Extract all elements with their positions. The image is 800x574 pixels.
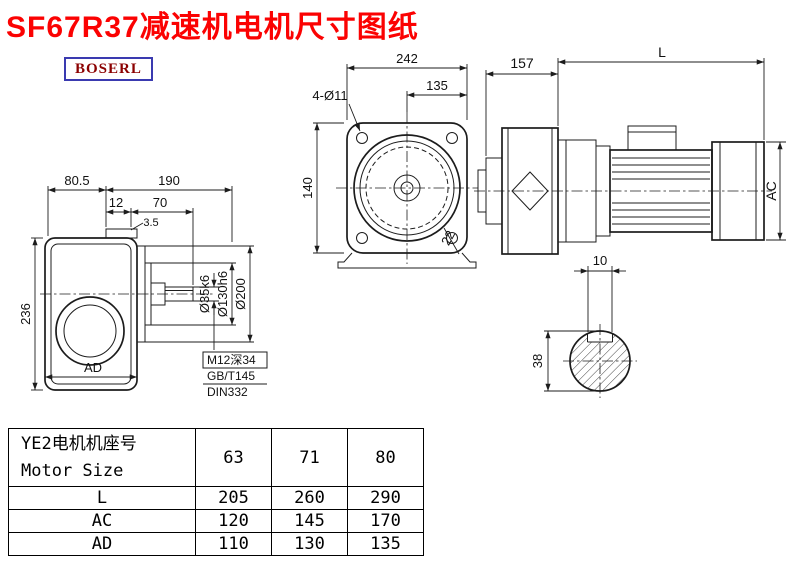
cell-AD-80: 135: [347, 532, 424, 556]
housing-base: [337, 252, 477, 269]
dim-38: 38: [530, 354, 545, 368]
dim-AD: AD: [84, 360, 102, 375]
thread-note-line3: DIN332: [207, 385, 248, 399]
dim-70: 70: [153, 195, 167, 210]
housing-bore-outer: [55, 296, 125, 366]
cell-AC-71: 145: [271, 509, 348, 533]
dim-236: 236: [18, 303, 33, 325]
header-label-en: Motor Size: [21, 460, 124, 481]
bolt-hole: [446, 232, 458, 244]
dim-190: 190: [158, 173, 180, 188]
dia-200-label: Ø200: [233, 278, 248, 310]
bell-housing: [501, 127, 559, 255]
cell-L-63: 205: [195, 486, 272, 510]
fan-cowl: [711, 141, 765, 241]
thread-note-line2: GB/T145: [207, 369, 255, 383]
dim-12: 12: [109, 195, 123, 210]
motor-size-80: 80: [347, 428, 424, 487]
holes-label: 4-Ø11: [312, 88, 347, 103]
gearbox-housing-inner: [50, 243, 132, 385]
table-row-AC: AC 120 145 170: [8, 509, 424, 533]
table-row-L: L 205 260 290: [8, 486, 424, 510]
side-view: 80.5 190 12 70 3.5 236 AD: [18, 173, 268, 399]
row-label-AC: AC: [8, 509, 196, 533]
header-label-cell: YE2电机机座号 Motor Size: [8, 428, 196, 487]
dim-10: 10: [593, 253, 607, 268]
bolt-hole: [446, 132, 458, 144]
bolt-hole: [356, 132, 368, 144]
housing-bore-inner: [63, 304, 117, 358]
motor-size-71: 71: [271, 428, 348, 487]
shaft-section-hatch: [570, 331, 630, 391]
dim-157: 157: [510, 55, 534, 71]
dia-130-label: Ø130h6: [215, 271, 230, 317]
technical-drawing: 80.5 190 12 70 3.5 236 AD: [18, 44, 786, 399]
dim-22: 22: [438, 228, 458, 248]
table-row-AD: AD 110 130 135: [8, 532, 424, 556]
cell-L-71: 260: [271, 486, 348, 510]
dim-3-5: 3.5: [143, 217, 158, 229]
shaft-section-view: 10 38: [530, 253, 637, 398]
table-header-row: YE2电机机座号 Motor Size 63 71 80: [8, 428, 424, 487]
dim-135: 135: [426, 78, 448, 93]
thread-note-box: [202, 351, 268, 369]
motor-dimension-table: YE2电机机座号 Motor Size 63 71 80 L 205 260 2…: [8, 428, 424, 556]
dim-140: 140: [300, 177, 315, 199]
brand-logo: BOSERL: [64, 57, 153, 81]
cell-AD-71: 130: [271, 532, 348, 556]
dim-80-5: 80.5: [64, 173, 89, 188]
cell-AD-63: 110: [195, 532, 272, 556]
cell-AC-80: 170: [347, 509, 424, 533]
row-label-AD: AD: [8, 532, 196, 556]
motor-view: 157 L AC: [474, 44, 786, 255]
cell-L-80: 290: [347, 486, 424, 510]
row-label-L: L: [8, 486, 196, 510]
motor-size-63: 63: [195, 428, 272, 487]
dim-L: L: [658, 44, 666, 60]
front-view: 242 135 4-Ø11 140 22: [300, 51, 478, 269]
dia-35-label: Ø35k6: [197, 275, 212, 313]
header-label-cn: YE2电机机座号: [21, 434, 137, 455]
bolt-hole: [356, 232, 368, 244]
dim-242: 242: [396, 51, 418, 66]
terminal-box: [627, 125, 677, 151]
coupling-diamond: [511, 171, 549, 211]
dim-AC: AC: [763, 181, 779, 200]
thread-note-line1: M12深34: [207, 353, 256, 367]
cell-AC-63: 120: [195, 509, 272, 533]
page-title: SF67R37减速机电机尺寸图纸: [6, 11, 419, 44]
